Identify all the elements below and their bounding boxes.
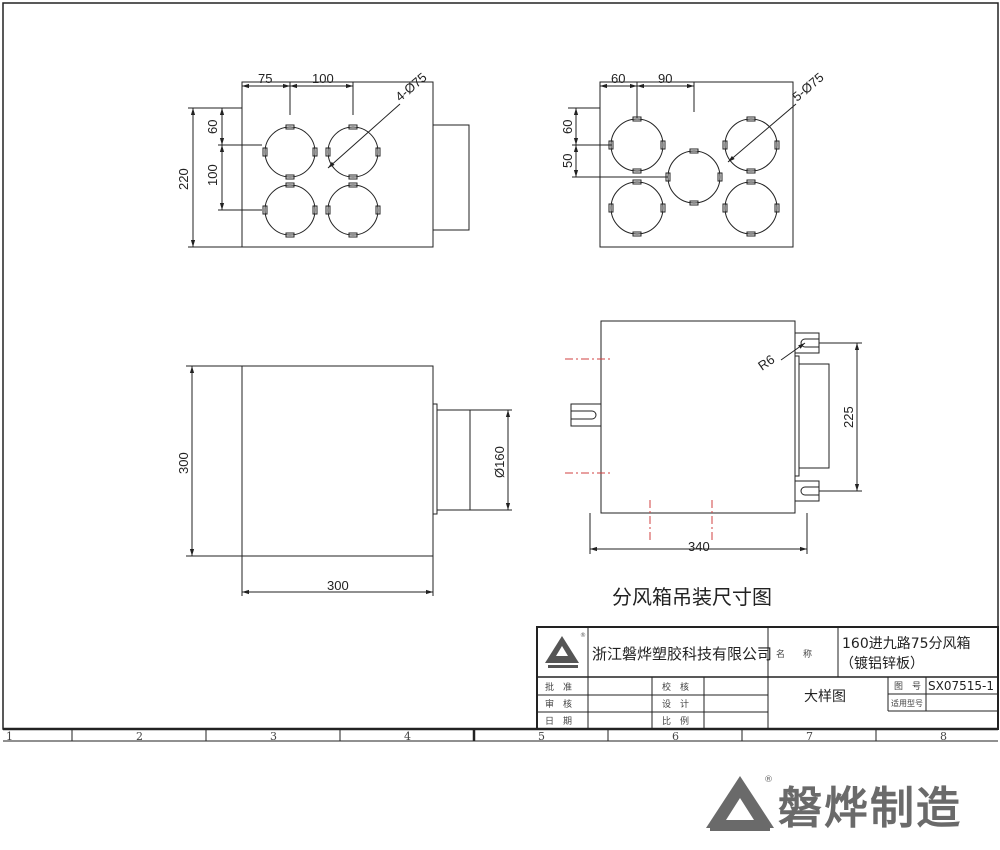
zone-label: 6 — [672, 730, 679, 743]
dim-label: 50 — [560, 154, 575, 168]
zone-label: 1 — [6, 730, 13, 743]
dim-label: 90 — [658, 71, 672, 86]
hole-circles — [264, 126, 379, 236]
dim-label: 300 — [327, 578, 349, 593]
company-name: 浙江磐烨塑胶科技有限公司 — [592, 645, 772, 663]
product-name: 160进九路75分风箱 — [842, 636, 971, 652]
view-top-right — [568, 81, 797, 248]
check-label: 校 核 — [662, 681, 689, 693]
view-bottom-left-labels: 300 Ø160 300 — [176, 446, 507, 593]
zone-label: 8 — [940, 730, 947, 743]
name-label: 名 称 — [776, 648, 812, 660]
dim-label: 60 — [205, 120, 220, 134]
zone-ruler — [71, 729, 877, 741]
drawing-no: SX07515-1 — [928, 679, 994, 693]
zone-label: 5 — [538, 730, 545, 743]
svg-text:®: ® — [764, 775, 773, 785]
zone-labels: 1 2 3 4 5 6 7 8 — [6, 730, 947, 743]
model-label: 适用型号 — [891, 698, 923, 708]
dim-label: 225 — [841, 406, 856, 428]
center-marks — [565, 358, 713, 540]
company-logo-icon: ® — [545, 632, 586, 668]
zone-label: 2 — [136, 730, 143, 743]
dim-label: 60 — [560, 120, 575, 134]
product-material: （镀铝锌板） — [840, 655, 924, 672]
design-label: 设 计 — [662, 698, 689, 710]
dim-label: Ø160 — [492, 446, 507, 478]
drawing-type: 大样图 — [804, 689, 846, 705]
approve-label: 批 准 — [545, 681, 572, 693]
brand-text: 磐烨制造 — [778, 783, 962, 834]
drawing-no-label: 图 号 — [894, 681, 921, 692]
dim-label: 75 — [258, 71, 272, 86]
zone-label: 4 — [404, 730, 411, 743]
view-bottom-right-labels: R6 225 340 — [688, 352, 856, 554]
hole-callout: 5-Ø75 — [789, 70, 826, 105]
date-label: 日 期 — [545, 716, 572, 727]
drawing-title: 分风箱吊装尺寸图 — [612, 585, 772, 609]
hole-tabs — [262, 124, 381, 238]
dim-label: 100 — [312, 71, 334, 86]
dim-label: 340 — [688, 539, 710, 554]
dim-label: R6 — [755, 352, 777, 374]
view-bottom-left — [186, 365, 512, 596]
title-block — [536, 626, 999, 730]
review-label: 审 核 — [545, 698, 572, 710]
zone-label: 7 — [806, 730, 813, 743]
zone-label: 3 — [270, 730, 277, 743]
view-top-left-labels: 75 100 60 100 220 4-Ø75 — [176, 70, 430, 190]
dim-label: 220 — [176, 168, 191, 190]
scale-label: 比 例 — [662, 715, 689, 727]
hole-callout: 4-Ø75 — [392, 70, 429, 105]
view-top-left — [188, 81, 470, 248]
triangle-logo-icon: ® — [706, 775, 774, 831]
dim-label: 300 — [176, 452, 191, 474]
title-block-text: 浙江磐烨塑胶科技有限公司 名 称 160进九路75分风箱 （镀铝锌板） 大样图 … — [545, 636, 994, 727]
view-bottom-right — [570, 320, 862, 554]
dim-label: 100 — [205, 164, 220, 186]
svg-text:®: ® — [580, 632, 586, 639]
drawing-frame — [2, 2, 999, 742]
dim-label: 60 — [611, 71, 625, 86]
